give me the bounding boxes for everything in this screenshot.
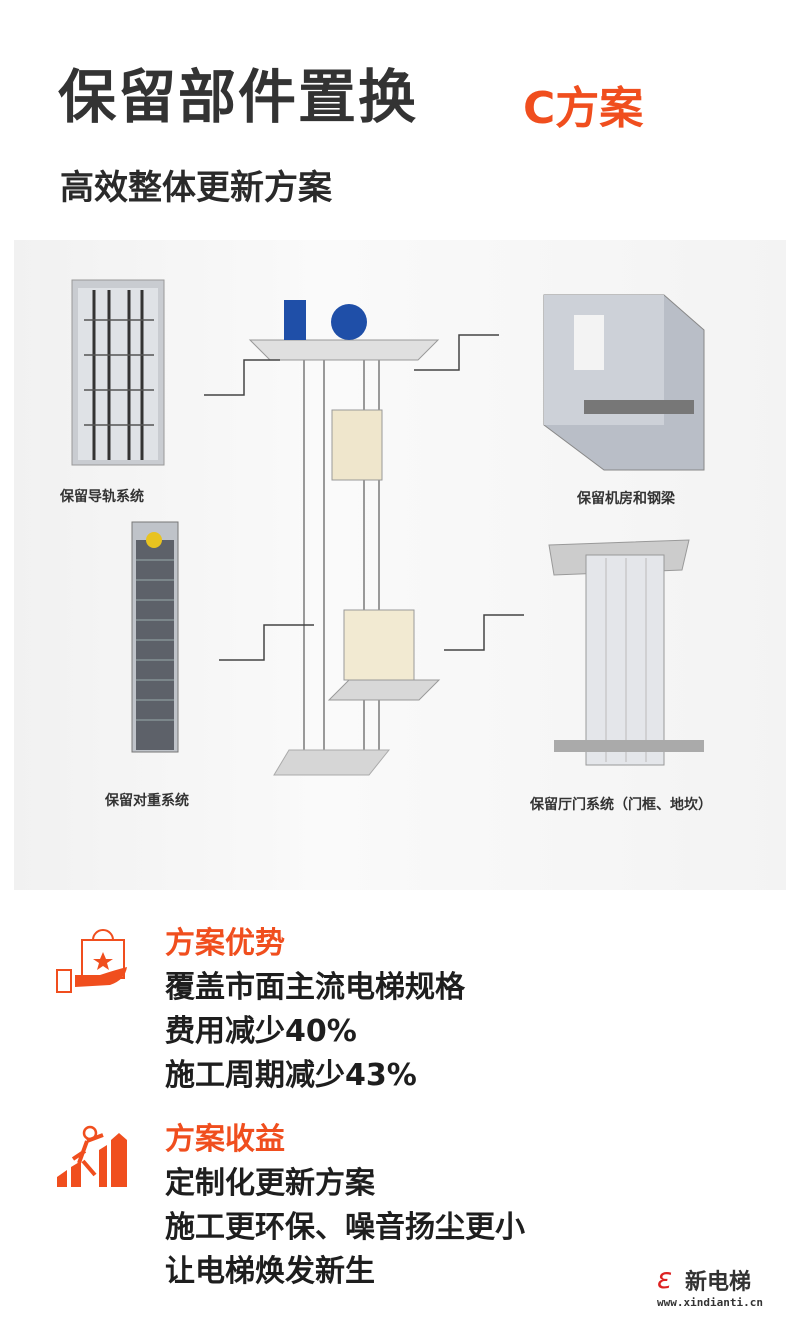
label-landing-door: 保留厅门系统（门框、地坎）: [530, 797, 712, 813]
counterweight-image: [131, 521, 179, 753]
page-title: 保留部件置换: [58, 63, 419, 131]
advantage-item: 覆盖市面主流电梯规格: [165, 970, 465, 1005]
logo-mark-icon: ε: [657, 1262, 673, 1295]
benefit-item: 让电梯焕发新生: [165, 1254, 375, 1289]
connector-lines: [204, 334, 524, 661]
watermark-name: 新电梯: [685, 1270, 752, 1295]
elevator-illustration: [14, 240, 786, 890]
shopping-bag-hand-icon: [56, 929, 127, 993]
section-heading-advantages: 方案优势: [165, 926, 285, 961]
advantage-item: 施工周期减少43%: [165, 1058, 417, 1093]
page-subtitle: 高效整体更新方案: [60, 168, 332, 208]
climbing-growth-icon: [57, 1125, 127, 1187]
section-heading-benefits: 方案收益: [165, 1122, 285, 1157]
elevator-diagram: [71, 279, 705, 776]
guide-rail-image: [71, 279, 165, 466]
watermark-logo: ε 新电梯 www.xindianti.cn: [655, 1262, 800, 1317]
benefit-item: 定制化更新方案: [165, 1166, 375, 1201]
benefit-item: 施工更环保、噪音扬尘更小: [165, 1210, 525, 1245]
label-machine-room: 保留机房和钢梁: [577, 491, 675, 507]
plan-label: C方案: [523, 83, 644, 134]
elevator-shaft-image: [248, 300, 441, 776]
label-counterweight: 保留对重系统: [105, 793, 189, 809]
advantage-item: 费用减少40%: [165, 1014, 357, 1049]
machine-room-image: [543, 294, 705, 471]
landing-door-image: [548, 539, 704, 766]
watermark-url: www.xindianti.cn: [657, 1296, 763, 1309]
label-guide-rail: 保留导轨系统: [60, 489, 144, 505]
